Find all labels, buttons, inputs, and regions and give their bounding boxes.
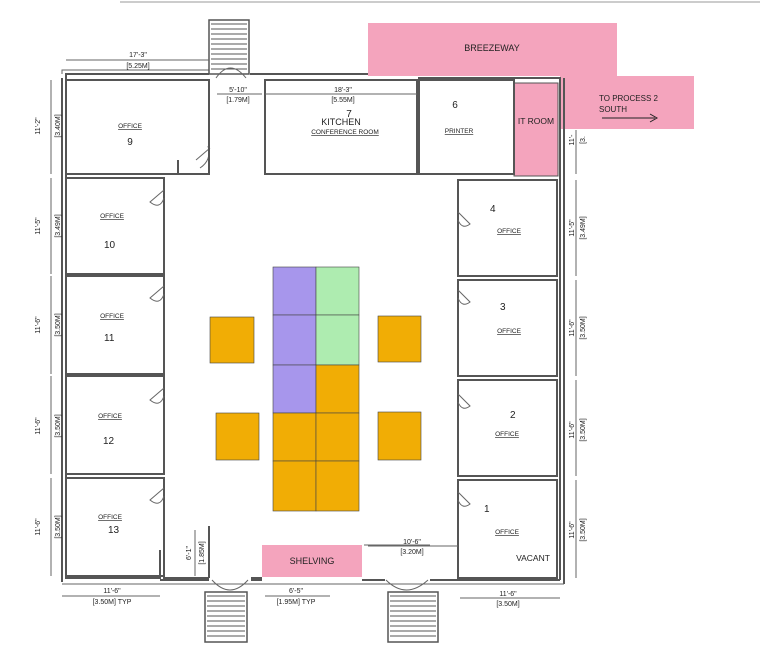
dim-right-4-ft: 11'-6" — [569, 421, 576, 439]
dim-left-3-ft: 11'-6" — [35, 316, 42, 334]
desk-orange[interactable] — [315, 412, 360, 462]
stairs-bottom-right — [387, 591, 439, 643]
dim-right-3-m: [3.50M] — [580, 316, 587, 339]
dim-left-3-m: [3.50M] — [55, 313, 62, 336]
breezeway-zone[interactable] — [368, 23, 617, 76]
dim-kitchen-m: [5.55M] — [331, 97, 354, 104]
process-label: TO PROCESS 2 SOUTH — [599, 94, 660, 114]
dim-top-left-m: [5.25M] — [126, 63, 149, 70]
shelving-label: SHELVING — [290, 556, 335, 566]
breezeway-label: BREEZEWAY — [464, 43, 520, 53]
dim-left-1-ft: 11'-2" — [35, 117, 42, 135]
dim-right-5-m: [3.50M] — [580, 518, 587, 541]
left-door-swings — [149, 189, 165, 504]
office-13-label: OFFICE — [98, 514, 122, 521]
desk-orange[interactable] — [215, 412, 260, 461]
desk-orange[interactable] — [377, 315, 422, 363]
dim-bottom-right-m: [3.50M] — [496, 601, 519, 608]
desk-orange[interactable] — [377, 411, 422, 461]
dim-left-2-ft: 11'-5" — [35, 217, 42, 235]
desk-purple[interactable] — [272, 314, 317, 366]
dim-bottom-mid-m: [3.20M] — [400, 549, 423, 556]
desk-purple[interactable] — [272, 266, 317, 316]
desk-green[interactable] — [315, 266, 360, 316]
desk-green[interactable] — [315, 314, 360, 366]
office-10-label: OFFICE — [100, 213, 124, 220]
dim-left-2-m: [3.49M] — [55, 214, 62, 237]
office-12-number: 12 — [103, 436, 115, 447]
dim-top-left-ft: 17'-3" — [129, 52, 147, 59]
office-10-number: 10 — [104, 240, 116, 251]
left-offices — [65, 177, 165, 577]
it-room-zone[interactable] — [513, 82, 559, 177]
right-offices — [457, 179, 558, 579]
printer-number: 6 — [452, 100, 458, 111]
dim-bottom-left-ft: 11'-6" — [103, 588, 121, 595]
stairs-bottom-left — [204, 591, 248, 643]
stairs-top — [208, 19, 250, 75]
office-3-number: 3 — [500, 302, 506, 313]
office-12-label: OFFICE — [98, 413, 122, 420]
office-9-number: 9 — [127, 137, 133, 148]
bottom-inner-walls — [163, 526, 430, 579]
vacant-label: VACANT — [516, 553, 550, 563]
dim-bottom-door-m: [1.95M] TYP — [277, 599, 316, 606]
dim-right-2-m: [3.49M] — [580, 216, 587, 239]
dim-right-2-ft: 11'-5" — [569, 219, 576, 237]
dim-small-m: [1.85M] — [199, 541, 206, 564]
dim-left-5-ft: 11'-6" — [35, 518, 42, 536]
office-2-label: OFFICE — [495, 431, 519, 438]
desks — [209, 266, 422, 512]
dim-left-4-ft: 11'-6" — [35, 417, 42, 435]
dim-bottom-door-ft: 6'-5" — [289, 588, 303, 595]
desk-orange[interactable] — [209, 316, 255, 364]
desk-orange[interactable] — [272, 460, 317, 512]
desk-orange[interactable] — [272, 412, 317, 462]
office-2-number: 2 — [510, 410, 516, 421]
office-9-label: OFFICE — [118, 123, 142, 130]
office-4-label: OFFICE — [497, 228, 521, 235]
office-4-number: 4 — [490, 204, 496, 215]
shelving-zone[interactable] — [262, 545, 362, 577]
dim-left-1-m: [3.40M] — [55, 114, 62, 137]
kitchen-number: 7 — [346, 109, 352, 120]
dimension-annotations: 17'-3" [5.25M] 5'-10" [1.79M] 18'-3" [5.… — [35, 52, 587, 608]
desk-orange[interactable] — [315, 364, 360, 414]
dim-left-5-m: [3.50M] — [55, 515, 62, 538]
right-door-swings — [457, 211, 471, 507]
dim-bottom-mid-ft: 10'-6" — [403, 539, 421, 546]
dim-bottom-right-ft: 11'-6" — [499, 591, 517, 598]
top-rooms — [65, 79, 515, 175]
office-3-label: OFFICE — [497, 328, 521, 335]
process-zone[interactable] — [560, 76, 694, 129]
office-1-number: 1 — [484, 504, 490, 515]
desk-purple[interactable] — [272, 364, 317, 414]
kitchen-title: KITCHEN — [321, 117, 361, 127]
office-11-number: 11 — [104, 333, 115, 344]
printer-label: PRINTER — [445, 128, 474, 135]
dim-bottom-left-m: [3.50M] TYP — [93, 599, 132, 606]
desk-orange[interactable] — [315, 460, 360, 512]
it-room-label: IT ROOM — [518, 116, 554, 126]
conference-room-label: CONFERENCE ROOM — [311, 129, 379, 136]
dim-right-4-m: [3.50M] — [580, 418, 587, 441]
dim-right-3-ft: 11'-6" — [569, 319, 576, 337]
office-11-label: OFFICE — [100, 313, 124, 320]
dim-top-mid-m: [1.79M] — [226, 97, 249, 104]
arrow-head-icon — [649, 113, 659, 123]
dim-left-4-m: [3.50M] — [55, 414, 62, 437]
dim-small-ft: 6'-1" — [186, 546, 193, 560]
dim-right-1-m: [3. — [580, 136, 587, 144]
dim-right-1-ft: 11'- — [569, 134, 576, 146]
outer-walls — [61, 69, 565, 585]
office-13-number: 13 — [108, 525, 120, 536]
dim-right-5-ft: 11'-6" — [569, 521, 576, 539]
dim-kitchen-ft: 18'-3" — [334, 87, 352, 94]
dim-top-mid-ft: 5'-10" — [229, 87, 247, 94]
office-1-label: OFFICE — [495, 529, 519, 536]
